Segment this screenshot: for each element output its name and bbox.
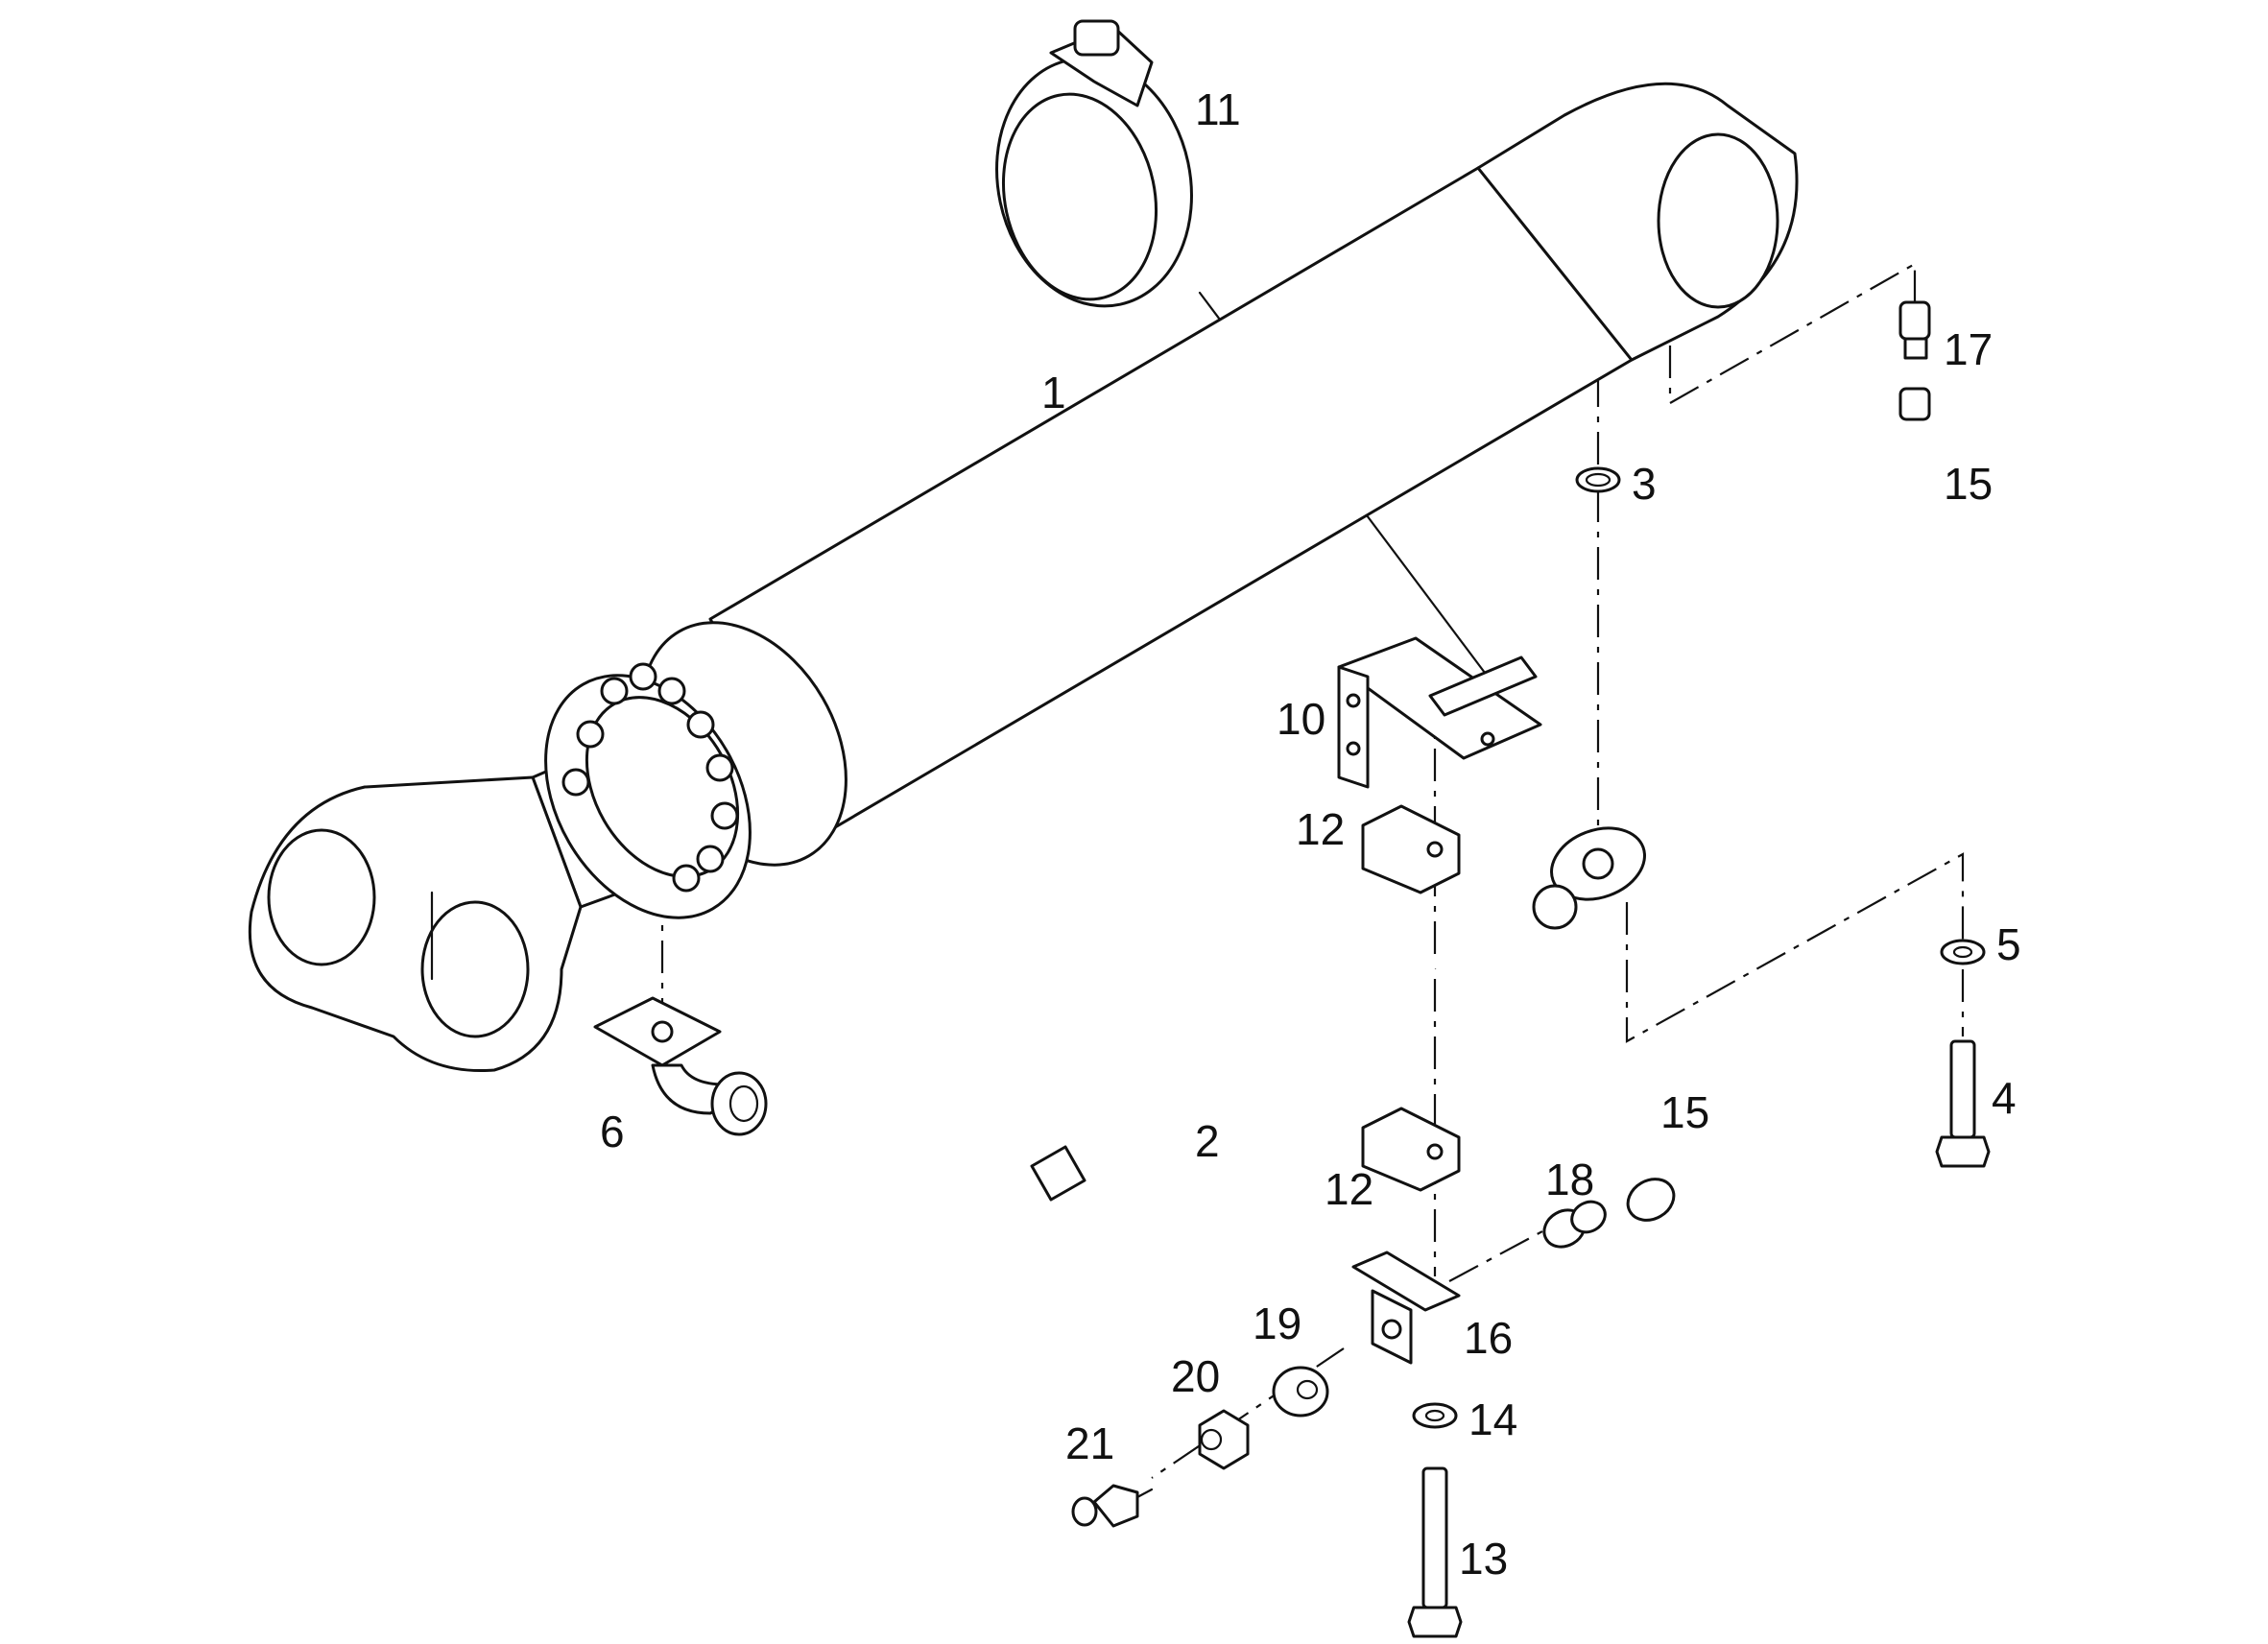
label-part-18: 18	[1545, 1155, 1594, 1204]
washer-upper	[1940, 939, 1986, 965]
label-part-13: 13	[1459, 1534, 1508, 1584]
pipe-clamp-lower	[1361, 1107, 1461, 1192]
adapter-fitting	[1898, 300, 1931, 360]
gland-bolts	[561, 662, 739, 893]
mounting-bracket	[1337, 636, 1542, 789]
hydraulic-cylinder	[248, 82, 1799, 1073]
label-part-21: 21	[1065, 1418, 1114, 1468]
hose-pipe-upper	[1825, 387, 1931, 575]
label-part-10: 10	[1277, 694, 1325, 744]
pipe-clamp-upper	[1361, 804, 1461, 894]
label-part-17: 17	[1944, 324, 1993, 374]
small-bracket	[1351, 1251, 1461, 1365]
bolt-lower	[1407, 1466, 1463, 1638]
label-part-12-lower: 12	[1325, 1164, 1373, 1214]
adapter-lower	[1542, 1200, 1607, 1249]
label-part-4: 4	[1992, 1073, 2017, 1123]
o-ring	[1575, 466, 1621, 493]
label-part-1: 1	[1041, 368, 1066, 417]
label-part-15-lower: 15	[1660, 1087, 1709, 1137]
label-part-19: 19	[1253, 1299, 1301, 1348]
label-part-14: 14	[1468, 1394, 1517, 1444]
callout-labels: 1 2 3 4 5 6 10 11 12 12 13 14 15 15 16 1…	[600, 84, 2021, 1584]
hydraulic-tube	[941, 826, 1646, 1202]
washer-large	[1272, 1366, 1329, 1418]
washer-lower	[1412, 1402, 1458, 1429]
label-part-12-upper: 12	[1296, 804, 1345, 854]
label-part-5: 5	[1996, 919, 2021, 969]
bolt-upper	[1935, 1039, 1991, 1168]
hex-nut	[1198, 1409, 1250, 1470]
hose-clamp	[995, 19, 1193, 308]
label-part-16: 16	[1464, 1313, 1513, 1363]
label-part-15-upper: 15	[1944, 459, 1993, 509]
label-part-3: 3	[1632, 459, 1657, 509]
label-part-11: 11	[1195, 84, 1241, 134]
elbow-fitting	[593, 996, 768, 1136]
label-part-20: 20	[1171, 1351, 1220, 1401]
grease-nipple	[1071, 1484, 1154, 1528]
label-part-6: 6	[600, 1107, 625, 1156]
label-part-2: 2	[1195, 1116, 1220, 1166]
hose-pipe-lower	[1626, 1119, 1770, 1222]
